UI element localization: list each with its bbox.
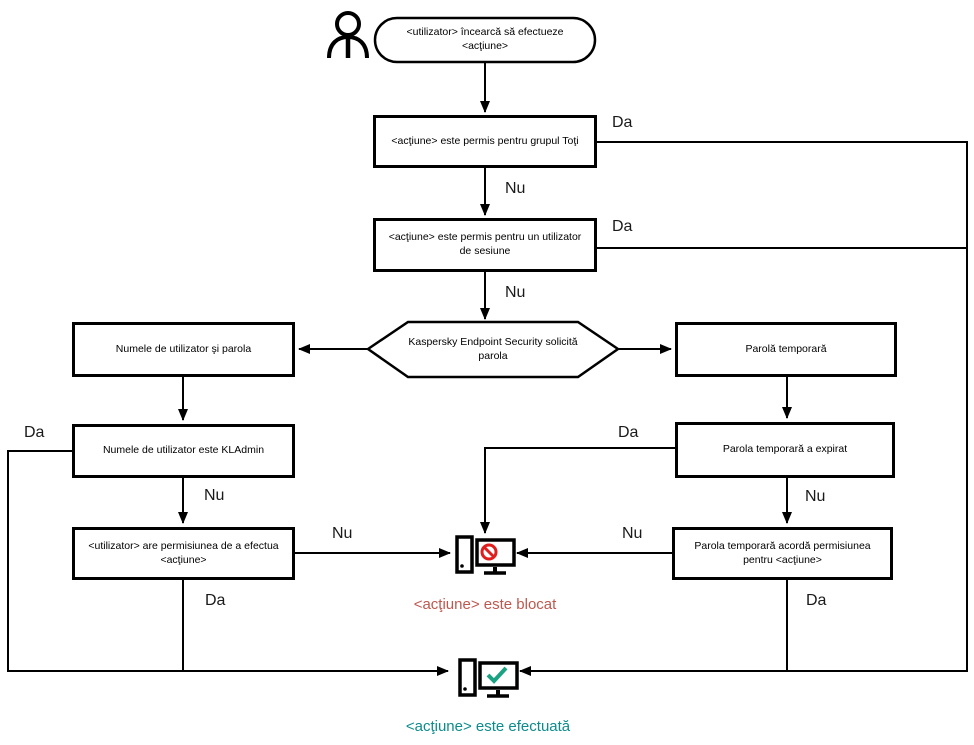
node-temp-password-grants: Parola temporară acordă permisiunea pent… bbox=[672, 527, 893, 580]
node-start-label: <utilizator> încearcă să efectueze <acţi… bbox=[406, 26, 564, 52]
node-password-prompt-label: Kaspersky Endpoint Security solicită par… bbox=[408, 335, 578, 362]
node-temp-password-grants-label: Parola temporară acordă permisiunea pent… bbox=[694, 539, 871, 566]
node-allowed-everyone-label: <acţiune> este permis pentru grupul Toţi bbox=[391, 134, 579, 147]
node-is-kladmin: Numele de utilizator este KLAdmin bbox=[72, 424, 295, 478]
blocked-result-label: <acţiune> este blocat bbox=[413, 596, 557, 613]
edge-label-everyone-no: Nu bbox=[505, 180, 526, 197]
edge-label-everyone-yes: Da bbox=[612, 114, 633, 131]
node-allowed-session-user-label: <acţiune> este permis pentru un utilizat… bbox=[388, 231, 582, 257]
edge-label-permission-yes: Da bbox=[205, 592, 226, 609]
edge-label-kladmin-yes: Da bbox=[24, 424, 45, 441]
node-user-has-permission-label: <utilizator> are permisiunea de a efectu… bbox=[88, 539, 279, 566]
edge-everyone-yes bbox=[519, 141, 968, 676]
edge-label-permission-no: Nu bbox=[332, 525, 353, 542]
performed-result-label: <acţiune> este efectuată bbox=[405, 718, 571, 735]
node-password-prompt: Kaspersky Endpoint Security solicită par… bbox=[388, 322, 598, 377]
checkmark-icon bbox=[486, 666, 508, 684]
edge-label-grants-yes: Da bbox=[806, 592, 827, 609]
node-username-password-label: Numele de utilizator şi parola bbox=[115, 342, 252, 355]
node-allowed-everyone: <acţiune> este permis pentru grupul Toţi bbox=[373, 115, 597, 168]
edge-label-kladmin-no: Nu bbox=[204, 487, 225, 504]
node-is-kladmin-label: Numele de utilizator este KLAdmin bbox=[102, 444, 265, 457]
connectors bbox=[7, 62, 968, 676]
edge-label-session-yes: Da bbox=[612, 218, 633, 235]
node-user-has-permission: <utilizator> are permisiunea de a efectu… bbox=[72, 527, 295, 580]
edge-kladmin-yes bbox=[7, 450, 449, 676]
node-allowed-session-user: <acţiune> este permis pentru un utilizat… bbox=[373, 218, 597, 272]
check-computer-icon bbox=[458, 658, 519, 698]
prohibition-sign-icon bbox=[480, 543, 498, 561]
edge-label-expired-no: Nu bbox=[805, 488, 826, 505]
person-icon bbox=[327, 11, 369, 59]
node-temp-password: Parolă temporară bbox=[675, 322, 897, 377]
node-temp-password-expired: Parola temporară a expirat bbox=[675, 422, 895, 478]
edge-expired-yes bbox=[480, 447, 675, 534]
node-temp-password-label: Parolă temporară bbox=[745, 342, 827, 355]
node-start: <utilizator> încearcă să efectueze <acţi… bbox=[375, 18, 595, 62]
edge-label-expired-yes: Da bbox=[618, 424, 639, 441]
node-temp-password-expired-label: Parola temporară a expirat bbox=[722, 443, 848, 456]
blocked-computer-icon bbox=[455, 535, 516, 575]
edge-label-session-no: Nu bbox=[505, 284, 526, 301]
node-username-password: Numele de utilizator şi parola bbox=[72, 322, 295, 377]
edge-label-grants-no: Nu bbox=[622, 525, 643, 542]
